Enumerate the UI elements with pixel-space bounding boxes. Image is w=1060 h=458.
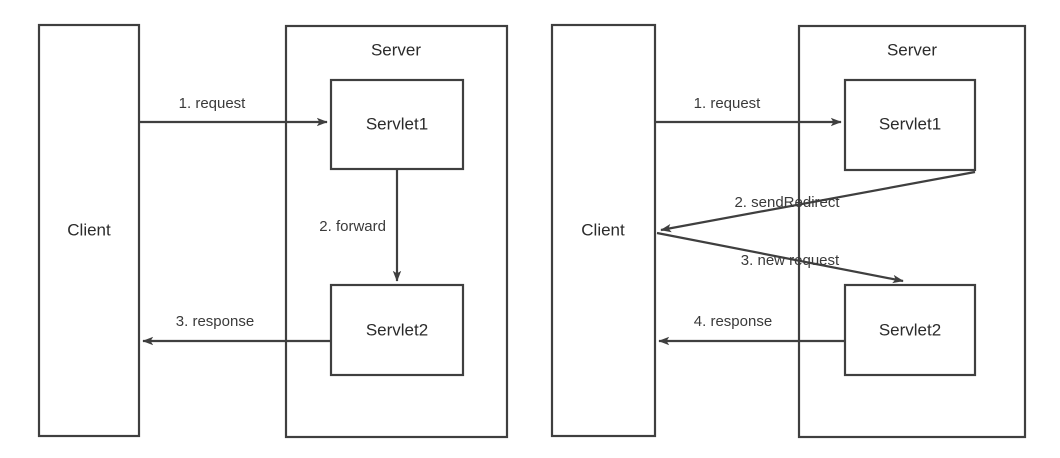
edge-label-4-response: 4. response bbox=[694, 313, 772, 330]
edge-label-1-request: 1. request bbox=[694, 95, 762, 112]
edge-1-request-redirect: 1. request bbox=[655, 95, 842, 127]
edge-2-sendredirect: 2. sendRedirect bbox=[660, 170, 976, 233]
edge-4-response: 4. response bbox=[658, 313, 845, 346]
client-box-forward: Client bbox=[37, 23, 141, 438]
servlet2-label: Servlet2 bbox=[366, 320, 428, 339]
panel-forward: Client Server Servlet1 Servlet2 1. reque… bbox=[37, 23, 509, 439]
servlet1-box-forward: Servlet1 bbox=[329, 78, 465, 171]
edge-label-1-request: 1. request bbox=[179, 95, 247, 112]
client-box-redirect: Client bbox=[550, 23, 657, 438]
servlet2-label: Servlet2 bbox=[879, 320, 941, 339]
edge-3-new-request: 3. new request bbox=[656, 231, 904, 284]
server-label: Server bbox=[887, 40, 937, 59]
servlet1-label: Servlet1 bbox=[879, 114, 941, 133]
edge-1-request-forward: 1. request bbox=[139, 95, 328, 127]
edge-label-2-forward: 2. forward bbox=[319, 218, 386, 235]
edge-label-3-response: 3. response bbox=[176, 313, 254, 330]
servlet1-label: Servlet1 bbox=[366, 114, 428, 133]
edge-3-response-forward: 3. response bbox=[142, 313, 331, 346]
client-label: Client bbox=[581, 220, 625, 239]
server-label: Server bbox=[371, 40, 421, 59]
servlet2-box-redirect: Servlet2 bbox=[843, 283, 977, 377]
servlet2-box-forward: Servlet2 bbox=[329, 283, 465, 377]
panel-sendredirect: Client Server Servlet1 Servlet2 1. reque… bbox=[550, 23, 1027, 439]
edge-label-2-sendredirect: 2. sendRedirect bbox=[734, 194, 840, 211]
edge-label-3-new-request: 3. new request bbox=[741, 252, 840, 269]
client-label: Client bbox=[67, 220, 111, 239]
servlet1-box-redirect: Servlet1 bbox=[843, 78, 977, 172]
edge-2-forward: 2. forward bbox=[319, 169, 402, 282]
